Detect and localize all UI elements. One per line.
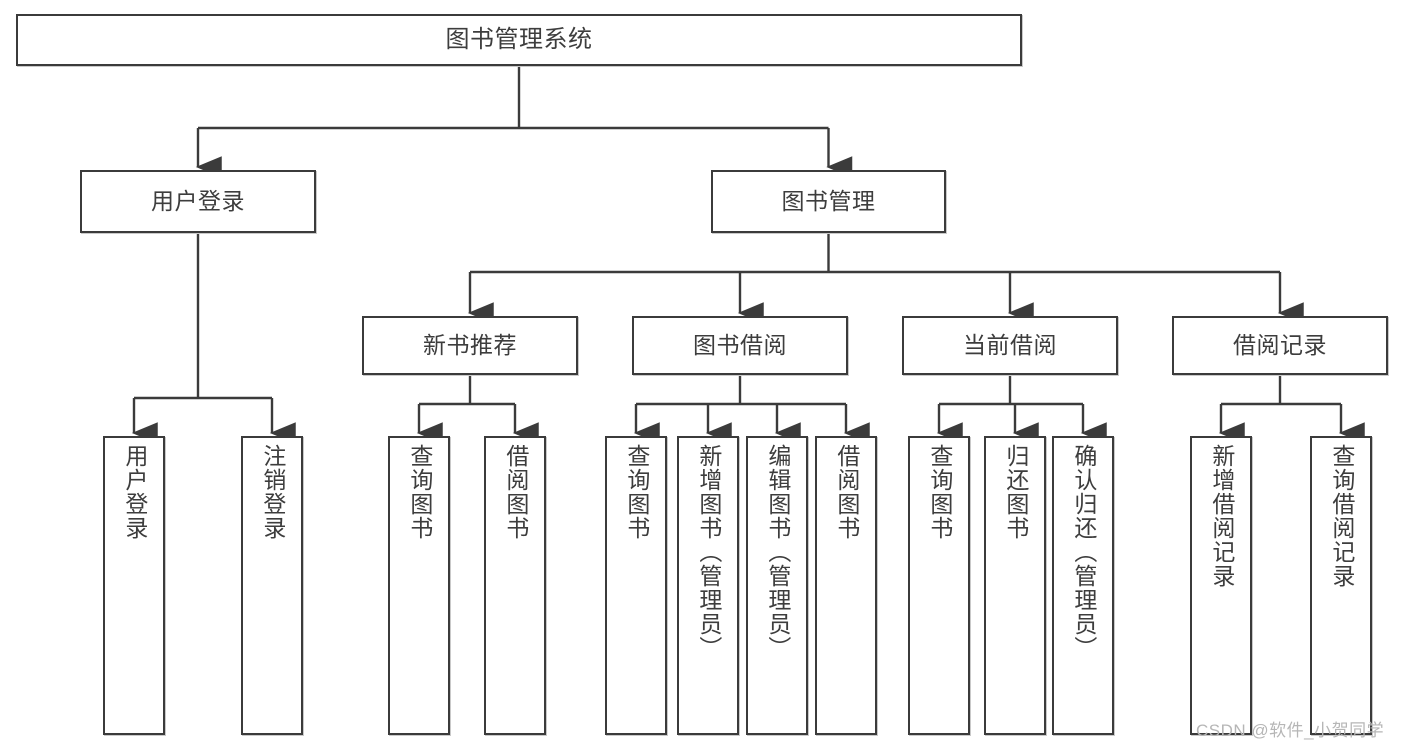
node-label: 查询图书 — [406, 444, 433, 540]
node-label: 编辑图书（管理员） — [764, 444, 791, 660]
node-label: 归还图书 — [1002, 444, 1029, 540]
node-label: 借阅图书 — [833, 444, 860, 540]
node-leaf-query-book-2[interactable]: 查询图书 — [605, 436, 667, 735]
node-new-book-recommend[interactable]: 新书推荐 — [362, 316, 578, 375]
node-leaf-query-record[interactable]: 查询借阅记录 — [1310, 436, 1372, 735]
node-label: 确认归还（管理员） — [1070, 444, 1097, 660]
node-leaf-user-login[interactable]: 用户登录 — [103, 436, 165, 735]
node-leaf-query-book-3[interactable]: 查询图书 — [908, 436, 970, 735]
node-leaf-edit-book[interactable]: 编辑图书（管理员） — [746, 436, 808, 735]
node-root[interactable]: 图书管理系统 — [16, 14, 1022, 66]
node-label: 查询借阅记录 — [1328, 444, 1355, 588]
node-current-borrow[interactable]: 当前借阅 — [902, 316, 1118, 375]
node-book-borrow[interactable]: 图书借阅 — [632, 316, 848, 375]
node-leaf-logout[interactable]: 注销登录 — [241, 436, 303, 735]
node-leaf-add-record[interactable]: 新增借阅记录 — [1190, 436, 1252, 735]
node-user-login[interactable]: 用户登录 — [80, 170, 316, 233]
node-label: 查询图书 — [623, 444, 650, 540]
node-label: 注销登录 — [259, 444, 286, 540]
node-label: 新增借阅记录 — [1208, 444, 1235, 588]
node-label: 查询图书 — [926, 444, 953, 540]
node-label: 用户登录 — [121, 444, 148, 540]
node-leaf-borrow-book-2[interactable]: 借阅图书 — [815, 436, 877, 735]
node-leaf-borrow-book-1[interactable]: 借阅图书 — [484, 436, 546, 735]
node-leaf-query-book-1[interactable]: 查询图书 — [388, 436, 450, 735]
node-leaf-confirm-return[interactable]: 确认归还（管理员） — [1052, 436, 1114, 735]
node-label: 新书推荐 — [423, 331, 517, 358]
node-label: 图书借阅 — [693, 331, 787, 358]
csdn-watermark: CSDN @软件_小贺同学 — [1196, 721, 1385, 740]
node-label: 新增图书（管理员） — [695, 444, 722, 660]
node-book-manage[interactable]: 图书管理 — [711, 170, 946, 233]
node-label: 图书管理系统 — [445, 25, 593, 53]
node-label: 当前借阅 — [963, 331, 1057, 358]
node-leaf-return-book[interactable]: 归还图书 — [984, 436, 1046, 735]
node-borrow-record[interactable]: 借阅记录 — [1172, 316, 1388, 375]
node-label: 用户登录 — [151, 187, 245, 214]
node-leaf-add-book[interactable]: 新增图书（管理员） — [677, 436, 739, 735]
node-label: 图书管理 — [781, 187, 876, 214]
node-label: 借阅图书 — [502, 444, 529, 540]
node-label: 借阅记录 — [1233, 331, 1327, 358]
